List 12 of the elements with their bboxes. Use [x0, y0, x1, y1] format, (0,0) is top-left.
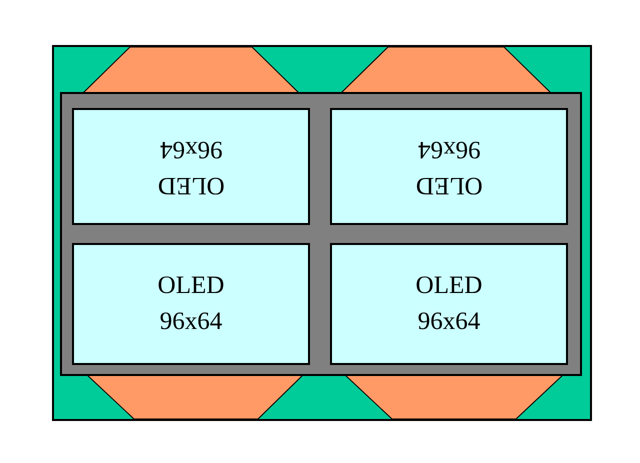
display-label: 96x64 — [160, 134, 222, 164]
oled-display — [330, 108, 568, 225]
display-label: 96x64 — [160, 307, 222, 337]
display-label: OLED — [158, 271, 224, 301]
display-label: OLED — [158, 170, 224, 200]
display-label: OLED — [416, 170, 482, 200]
display-label: 96x64 — [418, 307, 480, 337]
display-label: 96x64 — [418, 134, 480, 164]
oled-display — [72, 243, 310, 365]
oled-display — [72, 108, 310, 225]
display-label: OLED — [416, 271, 482, 301]
oled-display — [330, 243, 568, 365]
